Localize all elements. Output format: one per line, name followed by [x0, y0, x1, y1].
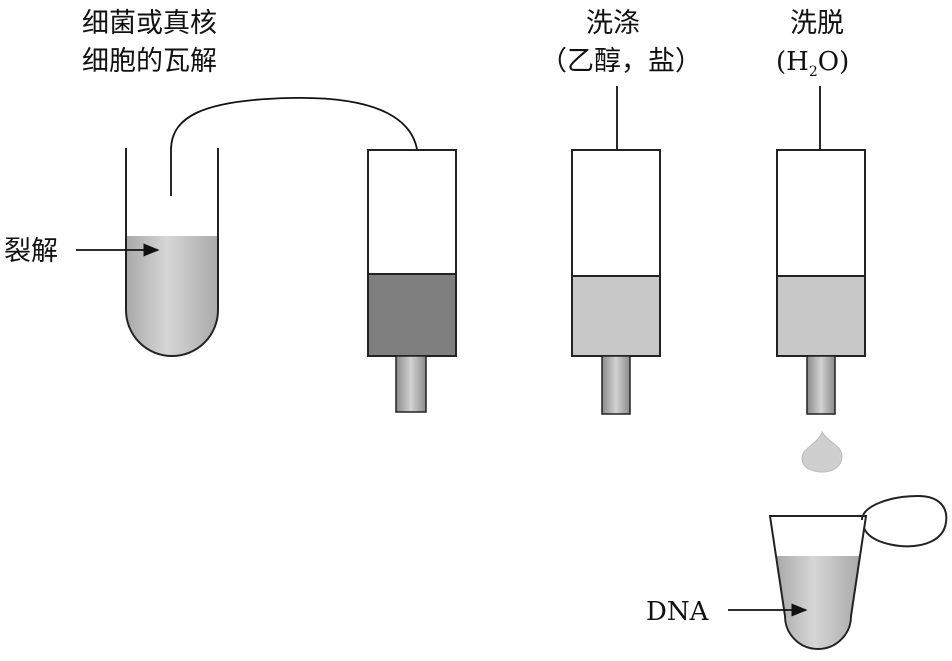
lysis-label: 裂解 — [4, 236, 58, 267]
elution-column — [776, 149, 866, 415]
wash-reagents: （乙醇，盐） — [540, 46, 702, 77]
wash-title: 洗涤 — [586, 8, 640, 39]
lysate-liquid — [126, 236, 218, 356]
column-outlet — [601, 355, 631, 415]
lysis-test-tube — [125, 148, 219, 357]
binding-column — [367, 149, 457, 413]
column-resin-dark — [367, 273, 457, 357]
wash-column — [571, 149, 661, 415]
column-outlet — [395, 355, 427, 413]
test-tube-outline — [125, 148, 219, 357]
column-reservoir — [571, 149, 661, 277]
tube-cap-loop — [861, 494, 948, 548]
collection-tube-outline — [768, 515, 868, 650]
column-reservoir — [367, 149, 457, 275]
column-resin-light — [571, 275, 661, 357]
dna-liquid — [776, 556, 860, 648]
dna-label: DNA — [646, 597, 710, 627]
elute-o: O) — [818, 47, 849, 77]
column-reservoir — [776, 149, 866, 277]
collection-tube — [768, 494, 948, 650]
elute-subscript: 2 — [809, 64, 818, 80]
transfer-arrow — [170, 97, 425, 199]
eluate-droplet — [801, 430, 843, 473]
lysis-title-line1: 细菌或真核 — [82, 8, 217, 39]
column-outlet — [806, 355, 836, 415]
column-resin-light — [776, 275, 866, 357]
elute-h: (H — [776, 47, 809, 77]
elute-reagent: (H2O) — [776, 47, 849, 80]
elute-title: 洗脱 — [790, 8, 844, 39]
lysis-title-line2: 细胞的瓦解 — [82, 46, 217, 77]
